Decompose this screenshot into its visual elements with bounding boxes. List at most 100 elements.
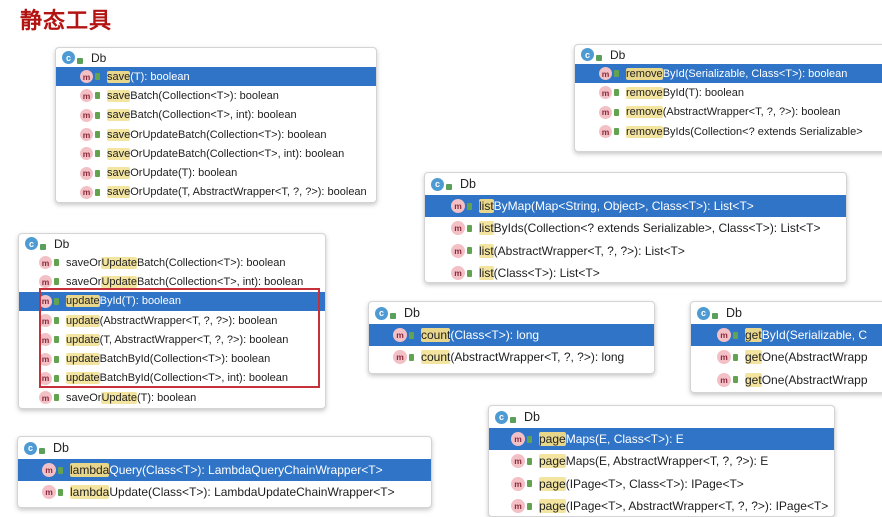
class-name: Db <box>524 410 540 424</box>
public-lock-icon <box>58 488 63 496</box>
class-icon: c <box>697 306 710 320</box>
match-highlight: count <box>421 350 451 365</box>
method-signature: saveOrUpdateBatch(Collection<T>, int): b… <box>107 147 344 160</box>
signature-rest: (IPage<T>, AbstractWrapper<T, ?, ?>): IP… <box>565 499 829 514</box>
match-highlight: Update <box>101 391 137 404</box>
method-icon: m <box>80 166 93 180</box>
match-highlight: save <box>107 70 131 83</box>
popup-header: c Db <box>56 48 376 67</box>
signature-rest: Update(Class<T>): LambdaUpdateChainWrapp… <box>109 485 395 500</box>
method-signature: saveBatch(Collection<T>): boolean <box>107 89 279 102</box>
completion-item[interactable]: m pageMaps(E, AbstractWrapper<T, ?, ?>): … <box>489 450 834 472</box>
lock-icon <box>596 54 602 61</box>
method-icon: m <box>451 266 465 281</box>
method-signature: list(AbstractWrapper<T, ?, ?>): List<T> <box>479 243 685 258</box>
class-icon: c <box>62 51 75 64</box>
match-highlight: lambda <box>70 485 110 500</box>
class-name: Db <box>91 50 107 65</box>
public-lock-icon <box>614 128 619 136</box>
class-icon: c <box>25 237 38 250</box>
popup-header: c Db <box>489 406 834 428</box>
popup-header: c Db <box>19 234 325 253</box>
method-icon: m <box>393 328 407 343</box>
public-lock-icon <box>409 331 414 339</box>
method-icon: m <box>39 352 52 366</box>
method-signature: pageMaps(E, AbstractWrapper<T, ?, ?>): E <box>539 454 768 469</box>
public-lock-icon <box>95 73 100 81</box>
method-signature: lambdaQuery(Class<T>): LambdaQueryChainW… <box>70 463 383 478</box>
signature-rest: Maps(E, Class<T>): E <box>565 432 684 447</box>
method-signature: update(T, AbstractWrapper<T, ?, ?>): boo… <box>66 333 289 346</box>
signature-rest: Batch(Collection<T>, int): boolean <box>130 109 297 122</box>
signature-rest: Batch(Collection<T>): boolean <box>136 256 286 269</box>
signature-prefix: saveOr <box>66 256 102 269</box>
completion-item[interactable]: m updateBatchById(Collection<T>): boolean <box>19 349 325 368</box>
method-icon: m <box>80 185 93 199</box>
public-lock-icon <box>54 394 59 402</box>
lock-icon <box>446 184 452 190</box>
completion-item[interactable]: m count(Class<T>): long <box>369 324 654 347</box>
public-lock-icon <box>733 353 738 361</box>
method-signature: count(Class<T>): long <box>421 328 539 343</box>
method-icon: m <box>39 371 52 385</box>
class-icon: c <box>581 48 594 61</box>
public-lock-icon <box>467 224 472 232</box>
signature-rest: OrUpdate(T): boolean <box>130 167 238 180</box>
match-highlight: Update <box>101 256 137 269</box>
completion-item[interactable]: m remove(AbstractWrapper<T, ?, ?>): boole… <box>575 103 882 122</box>
match-highlight: save <box>107 109 131 122</box>
signature-rest: ById(T): boolean <box>99 295 181 308</box>
match-highlight: remove <box>626 106 663 119</box>
match-highlight: save <box>107 186 131 199</box>
match-highlight: lambda <box>70 463 110 478</box>
class-name: Db <box>53 441 69 455</box>
signature-rest: One(AbstractWrapp <box>761 372 868 387</box>
signature-rest: OrUpdateBatch(Collection<T>): boolean <box>130 128 327 141</box>
signature-rest: (AbstractWrapper<T, ?, ?>): boolean <box>662 106 841 119</box>
method-icon: m <box>599 105 612 119</box>
method-icon: m <box>42 485 56 500</box>
public-lock-icon <box>733 331 738 339</box>
method-signature: updateBatchById(Collection<T>): boolean <box>66 353 270 366</box>
public-lock-icon <box>95 169 100 177</box>
signature-rest: (T, AbstractWrapper<T, ?, ?>): boolean <box>99 333 289 346</box>
class-icon: c <box>431 177 444 191</box>
match-highlight: update <box>66 372 100 385</box>
method-icon: m <box>511 454 525 469</box>
lock-icon <box>40 243 46 250</box>
signature-rest: Batch(Collection<T>, int): boolean <box>136 275 304 288</box>
public-lock-icon <box>54 374 59 382</box>
class-icon: c <box>24 441 37 455</box>
